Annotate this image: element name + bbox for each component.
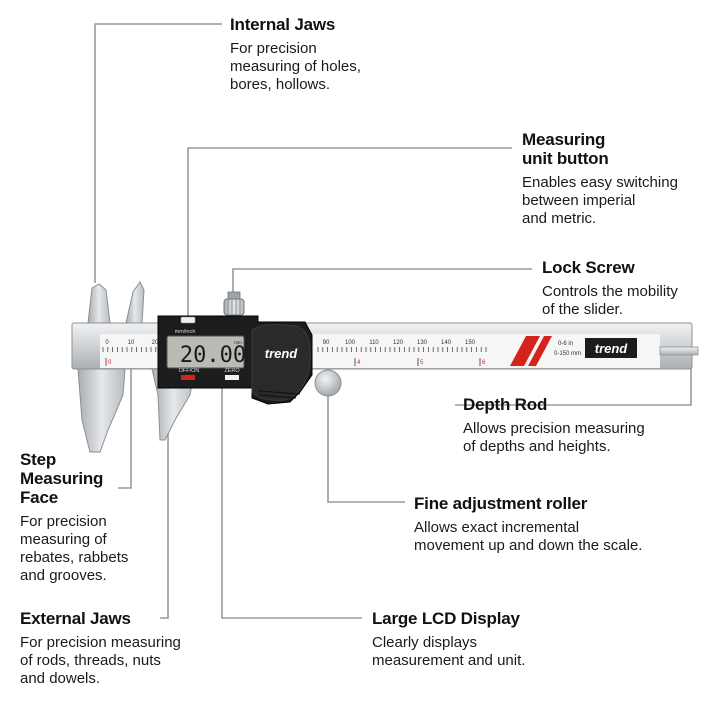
- range-mm-label: 0-150 mm: [554, 351, 581, 357]
- leader-depth-rod: [455, 360, 692, 406]
- zero-label: ZERO: [224, 368, 240, 374]
- slider-grip: [251, 324, 311, 401]
- scale-number: 20: [152, 340, 159, 346]
- internal-jaw-fixed: [87, 283, 111, 324]
- leader-lines: [94, 23, 692, 619]
- callout-title: Measuring unit button: [522, 130, 609, 168]
- scale-number: 120: [393, 340, 404, 346]
- leader-unit-button: [187, 147, 512, 320]
- beam-brand-badge: [585, 338, 637, 358]
- slider-brand-text: trend: [265, 346, 299, 361]
- callout-fine-roller: Fine adjustment roller Allows exact incr…: [414, 494, 642, 555]
- callout-desc: For precision measuring of rods, threads…: [20, 634, 181, 687]
- callout-external-jaws: External Jaws For precision measuring of…: [20, 609, 181, 688]
- scale-ticks: 0 10 20 90 100 110 120 130 140 150 0 4 5 6: [102, 340, 487, 366]
- internal-jaw-sliding: [125, 281, 145, 324]
- scale-number: 150: [465, 340, 476, 346]
- callout-desc: Allows exact incremental movement up and…: [414, 519, 643, 554]
- scale-number: 100: [345, 340, 356, 346]
- off-on-button: [181, 375, 195, 380]
- lcd-screen: [166, 335, 245, 369]
- callout-depth-rod: Depth Rod Allows precision measuring of …: [463, 395, 645, 456]
- leader-lcd-display: [221, 385, 362, 619]
- off-on-label: OFF/ON: [179, 368, 200, 374]
- callout-title: Depth Rod: [463, 395, 548, 414]
- scale-number: 10: [128, 340, 135, 346]
- lock-screw: [223, 291, 245, 316]
- callout-title: Fine adjustment roller: [414, 494, 588, 513]
- scale-number: 130: [417, 340, 428, 346]
- beam-brand-text: trend: [595, 341, 629, 356]
- leader-lock-screw: [232, 268, 532, 292]
- callout-step-face: Step Measuring Face For precision measur…: [20, 450, 128, 585]
- callout-title: Step Measuring Face: [20, 450, 104, 507]
- leader-step-face: [118, 345, 132, 489]
- scale-number: 90: [323, 340, 330, 346]
- lcd-unit: mm: [234, 340, 242, 345]
- range-inch-label: 0-6 in: [558, 341, 573, 347]
- inch-number: 0: [108, 360, 112, 366]
- slider-grip-knurl: [257, 390, 301, 399]
- callout-desc: Controls the mobility of the slider.: [542, 283, 678, 318]
- unit-label: mm/inch: [175, 329, 196, 335]
- leader-external-jaws: [160, 432, 169, 619]
- callout-desc: For precision measuring of holes, bores,…: [230, 40, 361, 93]
- depth-rod: [659, 346, 699, 356]
- external-jaw-fixed: [77, 368, 126, 453]
- callout-desc: Clearly displays measurement and unit.: [372, 634, 526, 669]
- callout-lcd-display: Large LCD Display Clearly displays measu…: [372, 609, 525, 670]
- callout-title: Lock Screw: [542, 258, 635, 277]
- leader-internal-jaws: [94, 23, 222, 283]
- zero-button: [225, 375, 239, 380]
- callout-title: Large LCD Display: [372, 609, 520, 628]
- accent-stripes: [510, 336, 552, 366]
- scale-number: 110: [369, 340, 379, 346]
- scale-number: 0: [105, 340, 109, 346]
- unit-button: [180, 316, 196, 324]
- callout-desc: Enables easy switching between imperial …: [522, 174, 678, 227]
- callout-desc: Allows precision measuring of depths and…: [463, 420, 645, 455]
- callout-title: Internal Jaws: [230, 15, 336, 34]
- callout-lock-screw: Lock Screw Controls the mobility of the …: [542, 258, 678, 319]
- scale-number: 140: [441, 340, 452, 346]
- callout-internal-jaws: Internal Jaws For precision measuring of…: [230, 15, 361, 94]
- inch-number: 6: [482, 360, 486, 366]
- callout-desc: For precision measuring of rebates, rabb…: [20, 513, 129, 584]
- leader-fine-roller: [327, 395, 405, 503]
- callout-unit-button: Measuring unit button Enables easy switc…: [522, 130, 678, 228]
- inch-number: 5: [420, 360, 424, 366]
- callout-title: External Jaws: [20, 609, 131, 628]
- lcd-reading: 20.00: [180, 343, 246, 368]
- fine-adjustment-roller: [314, 369, 342, 397]
- inch-number: 4: [357, 360, 361, 366]
